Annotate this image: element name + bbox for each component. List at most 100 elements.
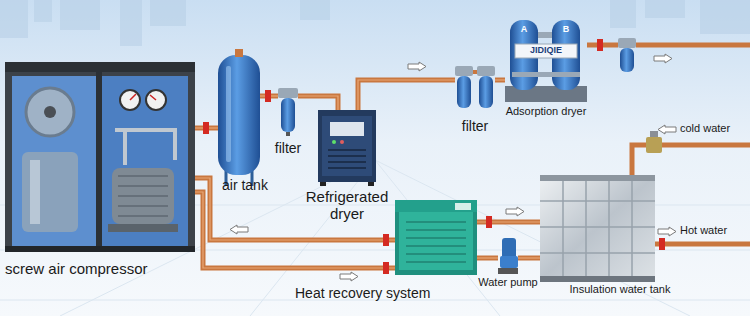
air-tank-illustration — [226, 66, 231, 162]
filter-illustration — [278, 88, 298, 136]
water-tank-illustration — [540, 276, 655, 282]
equipment-label: filter — [266, 140, 310, 156]
equipment-label: air tank — [222, 177, 292, 193]
compressor-illustration — [96, 72, 102, 252]
water-and-air-pipes — [655, 242, 750, 247]
city-skyline — [645, 0, 685, 18]
compressor-illustration — [5, 246, 195, 252]
compressor-illustration — [12, 76, 96, 246]
copper-pipe — [495, 78, 505, 83]
city-skyline — [34, 0, 52, 22]
pipe-highlight — [298, 96, 338, 110]
equipment-label: Water pump — [476, 276, 540, 289]
red-valve — [486, 216, 492, 228]
equipment-label: screw air compressor — [5, 260, 205, 277]
refrigerated-dryer-illustration — [368, 182, 374, 186]
flow-arrow — [654, 54, 672, 63]
equipment-label: Adsorption dryer — [505, 105, 587, 118]
tower-letter: A — [519, 24, 529, 34]
flow-arrow — [658, 125, 676, 134]
red-valve — [265, 90, 271, 102]
pipe-highlight — [358, 80, 455, 110]
water-and-air-pipes — [587, 43, 750, 48]
water-tank-illustration — [540, 175, 655, 280]
refrigerated-dryer-illustration — [320, 182, 326, 186]
heat-recovery-illustration — [455, 203, 471, 210]
city-skyline — [120, 0, 142, 46]
heat-recovery-illustration — [395, 200, 477, 212]
flow-arrow — [658, 227, 676, 236]
refrigerated-dryer-illustration — [328, 150, 366, 168]
flow-arrow — [340, 272, 358, 281]
water-pump-illustration — [498, 238, 518, 274]
adsorption-dryer-illustration — [538, 32, 552, 38]
water-tank-illustration — [540, 175, 655, 282]
flow-arrow — [230, 225, 248, 234]
refrigerated-dryer-illustration — [318, 110, 376, 182]
adsorption-dryer-illustration — [515, 44, 577, 58]
equipment-label: Insulation water tank — [560, 283, 680, 296]
red-valve — [597, 39, 603, 51]
filter-pair-illustration — [455, 66, 495, 108]
filter-illustration — [278, 88, 298, 98]
tower-letter: B — [561, 24, 571, 34]
heat-recovery-illustration — [399, 212, 473, 270]
solenoid-valve — [650, 131, 658, 137]
outlet-filter-illustration — [618, 38, 636, 48]
compressor-illustration — [118, 176, 168, 216]
flow-arrow — [408, 62, 426, 71]
copper-pipe — [518, 256, 540, 261]
red-valve — [203, 122, 209, 134]
equipment-label: Refrigerated dryer — [297, 188, 397, 223]
copper-pipe — [477, 256, 498, 261]
compressor-illustration — [26, 88, 74, 136]
refrigerated-dryer: Refrigerated dryer — [318, 110, 376, 182]
adsorption-dryer-illustration — [512, 72, 580, 77]
heat-recovery-unit: Heat recovery system — [395, 200, 477, 275]
city-skyline — [610, 0, 636, 28]
flow-arrow — [506, 207, 524, 216]
copper-pipe — [358, 80, 455, 110]
outlet-filter-illustration — [618, 38, 636, 72]
compressor-illustration — [130, 94, 156, 100]
filter-pair-illustration — [457, 76, 471, 108]
water-pump: Water pump — [498, 238, 518, 274]
refrigerated-dryer-illustration — [330, 122, 364, 136]
brand-label: JIDIQIE — [517, 45, 575, 55]
compressor-illustration — [108, 224, 178, 232]
red-valve — [203, 39, 665, 274]
flow-label: cold water — [680, 122, 746, 135]
city-skyline — [0, 0, 750, 46]
refrigerated-dryer-illustration — [322, 116, 372, 176]
water-pump-illustration — [498, 268, 518, 274]
red-valve — [659, 238, 665, 250]
filter-pair-illustration — [455, 66, 473, 76]
air-tank-illustration — [218, 55, 260, 175]
water-tank-illustration — [540, 175, 655, 280]
compressor-illustration — [5, 62, 195, 72]
filter-pair-illustration — [479, 76, 493, 108]
compressor-illustration — [5, 62, 195, 252]
compressor-illustration — [30, 160, 40, 224]
heat-recovery-illustration — [406, 222, 466, 262]
refrigerated-dryer-illustration — [340, 140, 344, 144]
compressor-illustration — [102, 76, 188, 246]
air-tank-illustration — [235, 49, 243, 57]
filter-illustration — [281, 98, 295, 132]
equipment-label: Heat recovery system — [295, 285, 455, 301]
copper-pipe — [298, 96, 338, 110]
adsorption-dryer: Adsorption dryer — [505, 18, 587, 102]
refrigerated-dryer-illustration — [318, 110, 376, 186]
water-tank-illustration — [540, 175, 655, 181]
compressor-illustration — [22, 152, 78, 232]
solenoid-valve — [646, 131, 662, 153]
compressor-illustration — [112, 168, 174, 224]
city-skyline — [700, 0, 750, 34]
copper-pipe — [195, 178, 395, 240]
heat-recovery-illustration — [395, 200, 477, 275]
city-skyline — [0, 0, 28, 38]
